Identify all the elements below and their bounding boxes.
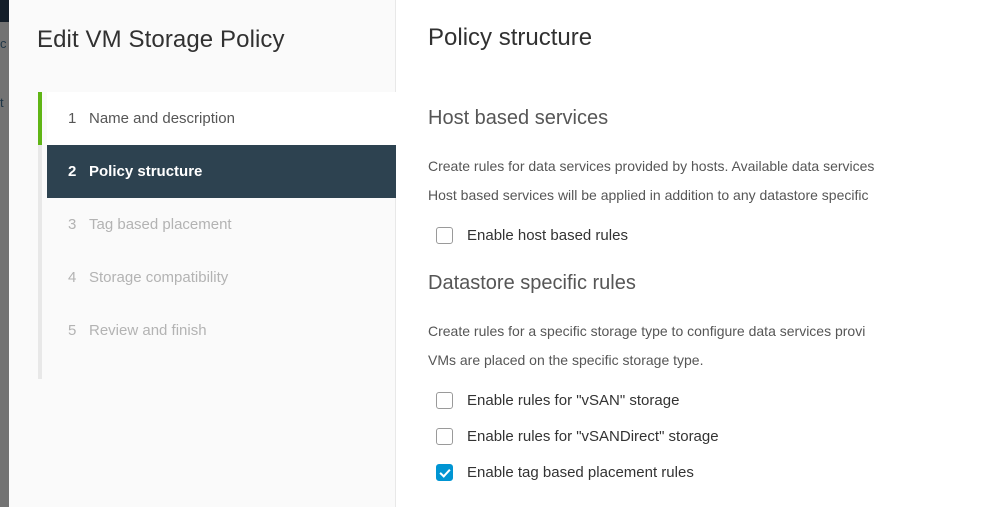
wizard-title: Edit VM Storage Policy (37, 26, 285, 53)
checkbox-row-enable-tag-based-placement-rules[interactable]: Enable tag based placement rules (436, 454, 985, 490)
sidebar-step-policy-structure[interactable]: 2 Policy structure (47, 145, 396, 198)
background-header-block (0, 0, 9, 22)
checkbox-unchecked-icon[interactable] (436, 427, 453, 445)
wizard-step-list: 1 Name and description 2 Policy structur… (47, 92, 396, 357)
background-ghost-text-1: c (0, 37, 7, 50)
sidebar-step-review-and-finish: 5 Review and finish (47, 304, 396, 357)
checkbox-label: Enable tag based placement rules (467, 463, 694, 481)
checkbox-label: Enable host based rules (467, 226, 628, 244)
step-label: Name and description (89, 110, 235, 127)
checkbox-row-enable-vsandirect-storage[interactable]: Enable rules for "vSANDirect" storage (436, 418, 985, 454)
step-number: 3 (68, 216, 77, 233)
step-number: 2 (68, 163, 77, 180)
section-heading: Datastore specific rules (428, 272, 636, 294)
step-progress-rail (38, 92, 42, 379)
checkbox-row-enable-vsan-storage[interactable]: Enable rules for "vSAN" storage (436, 382, 985, 418)
edit-vm-storage-policy-wizard: Edit VM Storage Policy 1 Name and descri… (9, 0, 985, 507)
step-progress-rail-complete (38, 92, 42, 145)
checkbox-row-enable-host-based-rules[interactable]: Enable host based rules (436, 217, 985, 253)
section-paragraph-line-2: VMs are placed on the specific storage t… (428, 352, 704, 368)
background-ghost-text-2: t (0, 96, 4, 109)
step-number: 1 (68, 110, 77, 127)
page-title: Policy structure (428, 24, 593, 51)
step-label: Storage compatibility (89, 269, 229, 286)
section-datastore-specific-rules: Datastore specific rules Create rules fo… (428, 272, 985, 490)
sidebar-step-name-and-description[interactable]: 1 Name and description (47, 92, 396, 145)
step-number: 5 (68, 322, 77, 339)
checkbox-unchecked-icon[interactable] (436, 226, 453, 244)
step-number: 4 (68, 269, 77, 286)
checkbox-unchecked-icon[interactable] (436, 391, 453, 409)
section-heading: Host based services (428, 107, 609, 129)
checkbox-label: Enable rules for "vSANDirect" storage (467, 427, 719, 445)
datastore-checkbox-group: Enable rules for "vSAN" storage Enable r… (428, 382, 985, 490)
step-label: Tag based placement (89, 216, 232, 233)
sidebar-step-tag-based-placement: 3 Tag based placement (47, 198, 396, 251)
wizard-sidebar: Edit VM Storage Policy 1 Name and descri… (9, 0, 396, 507)
step-label: Policy structure (89, 163, 203, 180)
section-paragraph-line-1: Create rules for data services provided … (428, 158, 875, 174)
checkbox-label: Enable rules for "vSAN" storage (467, 391, 680, 409)
sidebar-step-storage-compatibility: 4 Storage compatibility (47, 251, 396, 304)
section-paragraph-line-2: Host based services will be applied in a… (428, 187, 869, 203)
step-label: Review and finish (89, 322, 207, 339)
section-host-based-services: Host based services Create rules for dat… (428, 107, 985, 253)
host-based-checkbox-group: Enable host based rules (428, 217, 985, 253)
wizard-content-pane: Policy structure Host based services Cre… (396, 0, 985, 507)
checkbox-checked-icon[interactable] (436, 463, 453, 481)
section-paragraph-line-1: Create rules for a specific storage type… (428, 323, 866, 339)
